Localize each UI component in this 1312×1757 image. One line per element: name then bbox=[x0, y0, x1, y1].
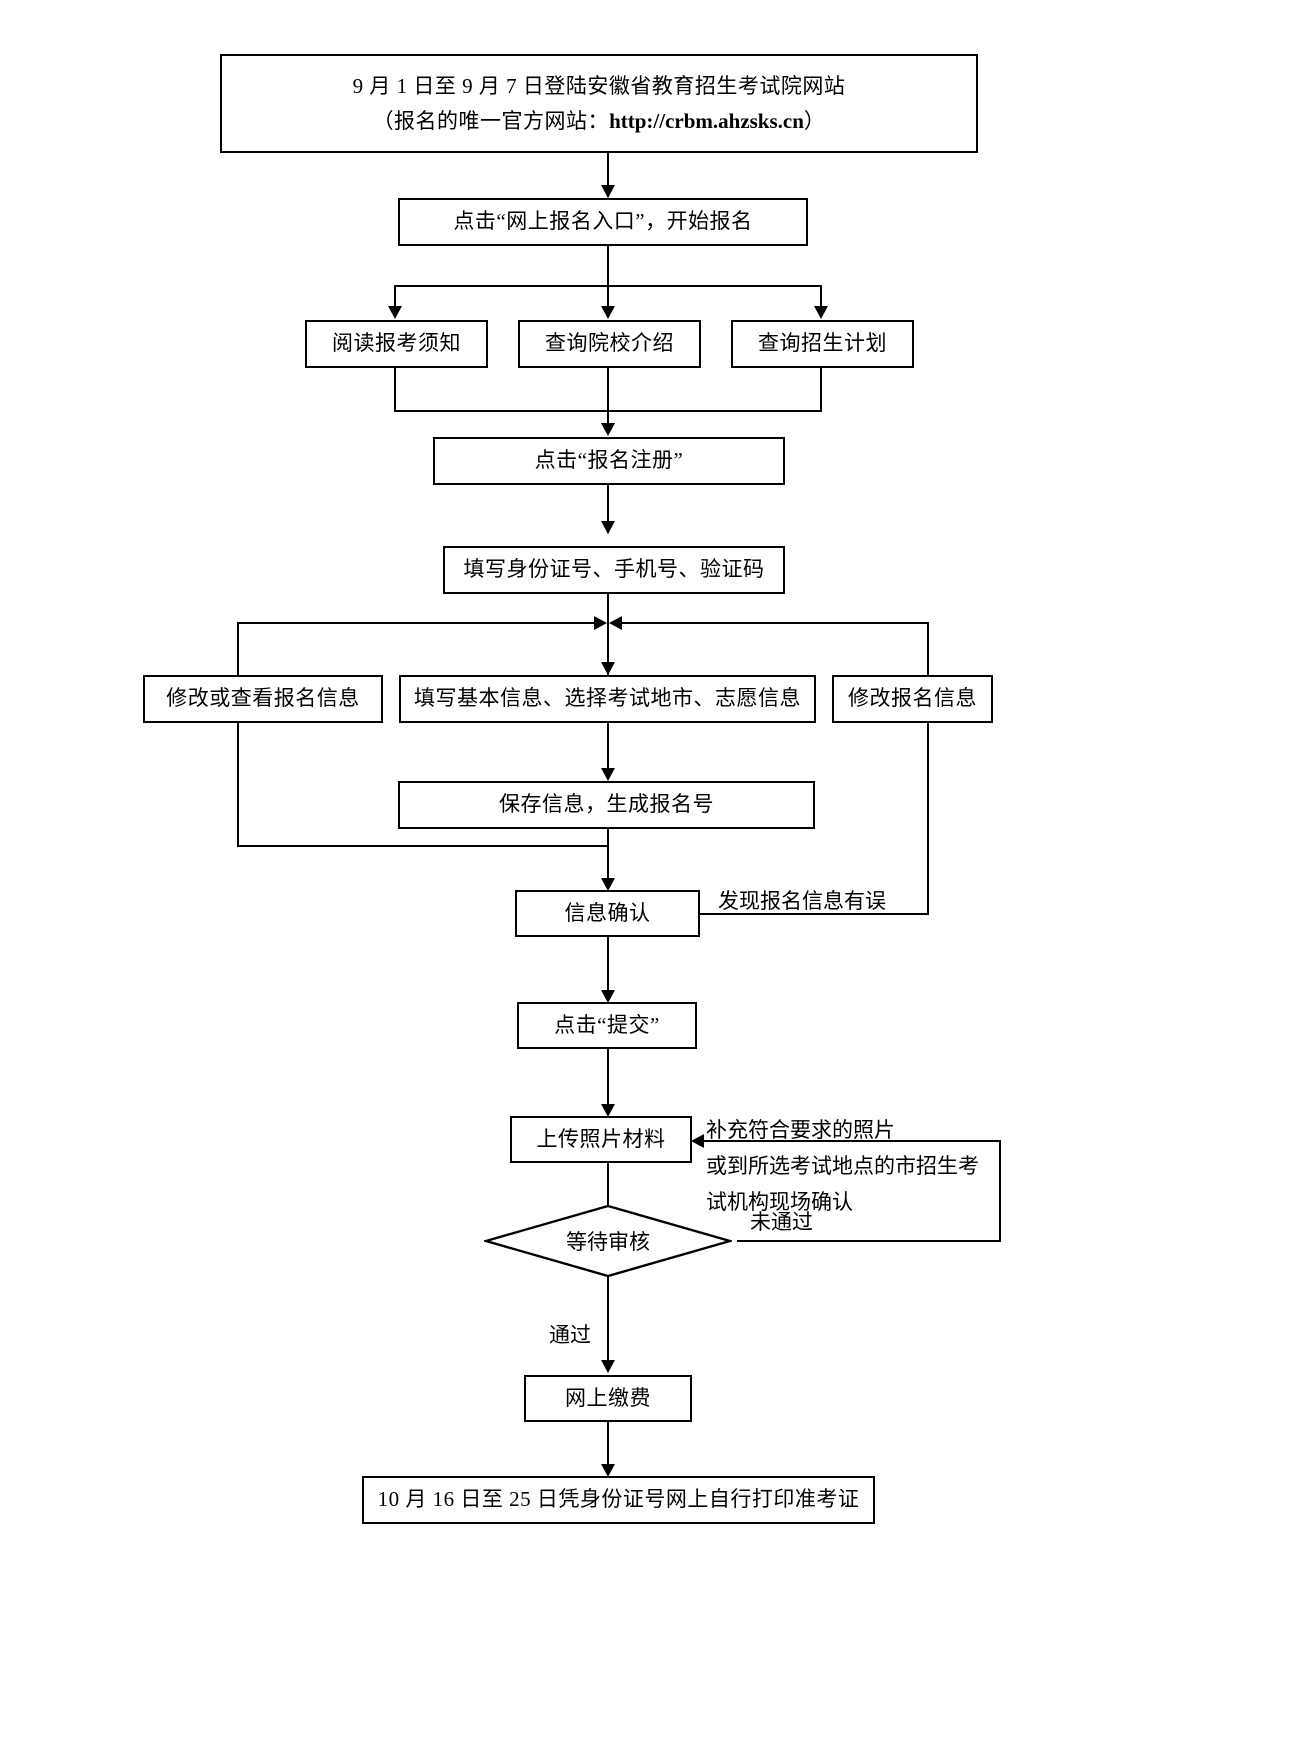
node-online-payment[interactable]: 网上缴费 bbox=[524, 1375, 692, 1422]
edge-n3a-bus bbox=[394, 368, 396, 411]
edge-n3b-n4 bbox=[607, 368, 609, 426]
node-modify-or-view-info-label: 修改或查看报名信息 bbox=[166, 686, 360, 711]
node-online-payment-label: 网上缴费 bbox=[565, 1385, 651, 1410]
arrow-n7-n8 bbox=[601, 878, 615, 891]
arrow-right-feedback-into-junction bbox=[609, 616, 622, 630]
edge-bus-n3c bbox=[820, 285, 822, 311]
node-save-info-generate-number-label: 保存信息，生成报名号 bbox=[499, 792, 714, 817]
node-await-review[interactable]: 等待审核 bbox=[484, 1204, 732, 1278]
node-click-submit-label: 点击“提交” bbox=[554, 1012, 660, 1037]
node-fill-id-phone-captcha[interactable]: 填写身份证号、手机号、验证码 bbox=[443, 546, 785, 594]
edge-bus-n3b bbox=[607, 285, 609, 311]
edge-n8-n9 bbox=[607, 937, 609, 1000]
rail-right-feedback-vertical bbox=[927, 622, 929, 914]
arrow-bus-n3a bbox=[388, 306, 402, 319]
rail-rejected-bottom bbox=[737, 1240, 1001, 1242]
node-print-admission-ticket-label: 10 月 16 日至 25 日凭身份证号网上自行打印准考证 bbox=[377, 1487, 860, 1512]
edge-n4-n5 bbox=[607, 485, 609, 533]
edge-n11-n12 bbox=[607, 1277, 609, 1369]
arrow-n12-n13 bbox=[601, 1464, 615, 1477]
node-info-confirmation[interactable]: 信息确认 bbox=[515, 890, 700, 937]
edge-label-resubmit-photo: 补充符合要求的照片 或到所选考试地点的市招生考 试机构现场确认 bbox=[706, 1112, 1016, 1220]
node-save-info-generate-number[interactable]: 保存信息，生成报名号 bbox=[398, 781, 815, 829]
arrow-n11-n12 bbox=[601, 1360, 615, 1373]
arrow-left-feedback-into-junction bbox=[594, 616, 607, 630]
arrow-n1-n2 bbox=[601, 185, 615, 198]
node-click-registration-label: 点击“报名注册” bbox=[534, 448, 684, 473]
node-query-college-intro-label: 查询院校介绍 bbox=[545, 331, 674, 356]
node-website-login[interactable]: 9 月 1 日至 9 月 7 日登陆安徽省教育招生考试院网站 （报名的唯一官方网… bbox=[220, 54, 978, 153]
arrow-rejected-into-upload bbox=[691, 1134, 704, 1148]
node-click-online-registration-entry-label: 点击“网上报名入口”，开始报名 bbox=[453, 209, 753, 234]
node-click-submit[interactable]: 点击“提交” bbox=[517, 1002, 697, 1049]
arrow-bus-n3c bbox=[814, 306, 828, 319]
arrow-n8-n9 bbox=[601, 990, 615, 1003]
node-query-enrollment-plan[interactable]: 查询招生计划 bbox=[731, 320, 914, 368]
edge-label-not-passed: 未通过 bbox=[750, 1210, 813, 1234]
arrow-n6c-n7 bbox=[601, 768, 615, 781]
diamond-shape bbox=[484, 1204, 732, 1278]
edge-n5-n6c bbox=[607, 594, 609, 678]
node-await-review-label: 等待审核 bbox=[566, 1230, 650, 1254]
node-fill-basic-info-label: 填写基本信息、选择考试地市、志愿信息 bbox=[414, 686, 801, 711]
rail-left-feedback-vertical bbox=[237, 622, 239, 846]
arrow-n5-n6c bbox=[601, 662, 615, 675]
node-query-enrollment-plan-label: 查询招生计划 bbox=[758, 331, 887, 356]
official-site-prefix: （报名的唯一官方网站： bbox=[372, 108, 610, 133]
arrow-n4-n5 bbox=[601, 521, 615, 534]
edge-label-resubmit-photo-line2: 或到所选考试地点的市招生考 bbox=[706, 1154, 979, 1179]
edge-n6c-n7 bbox=[607, 723, 609, 776]
node-modify-registration-info[interactable]: 修改报名信息 bbox=[832, 675, 993, 723]
edge-n7-n8 bbox=[607, 829, 609, 889]
arrow-bus-n3b bbox=[601, 306, 615, 319]
rail-right-feedback-bottom bbox=[694, 913, 929, 915]
node-fill-id-phone-captcha-label: 填写身份证号、手机号、验证码 bbox=[463, 557, 765, 582]
arrow-bus-n4 bbox=[601, 423, 615, 436]
node-read-application-notice[interactable]: 阅读报考须知 bbox=[305, 320, 488, 368]
node-print-admission-ticket[interactable]: 10 月 16 日至 25 日凭身份证号网上自行打印准考证 bbox=[362, 1476, 875, 1524]
node-fill-basic-info[interactable]: 填写基本信息、选择考试地市、志愿信息 bbox=[399, 675, 816, 723]
edge-n12-n13 bbox=[607, 1422, 609, 1474]
node-info-confirmation-label: 信息确认 bbox=[564, 900, 651, 925]
edge-label-resubmit-photo-line3: 试机构现场确认 bbox=[706, 1190, 853, 1215]
edge-bus-n3a bbox=[394, 285, 396, 311]
edge-label-passed: 通过 bbox=[549, 1323, 591, 1347]
edge-label-info-error: 发现报名信息有误 bbox=[718, 889, 886, 913]
rail-rejected-top bbox=[704, 1140, 1001, 1142]
edge-label-resubmit-photo-line1: 补充符合要求的照片 bbox=[706, 1118, 895, 1142]
node-click-registration[interactable]: 点击“报名注册” bbox=[433, 437, 785, 485]
node-website-login-line2: （报名的唯一官方网站：http://crbm.ahzsks.cn） bbox=[373, 104, 826, 139]
node-website-login-line1: 9 月 1 日至 9 月 7 日登陆安徽省教育招生考试院网站 bbox=[352, 73, 846, 98]
node-upload-photo-materials-label: 上传照片材料 bbox=[536, 1126, 666, 1151]
node-query-college-intro[interactable]: 查询院校介绍 bbox=[518, 320, 701, 368]
official-site-suffix: ） bbox=[803, 108, 826, 133]
rail-right-feedback-top bbox=[622, 622, 929, 624]
node-read-application-notice-label: 阅读报考须知 bbox=[332, 331, 461, 356]
arrow-n9-n10 bbox=[601, 1104, 615, 1117]
rail-left-feedback-top bbox=[237, 622, 601, 624]
edge-n10-n11 bbox=[607, 1163, 609, 1206]
edge-n9-n10 bbox=[607, 1049, 609, 1114]
rail-rejected-vertical bbox=[999, 1140, 1001, 1241]
node-modify-registration-info-label: 修改报名信息 bbox=[848, 686, 977, 711]
node-upload-photo-materials[interactable]: 上传照片材料 bbox=[510, 1116, 692, 1163]
node-click-online-registration-entry[interactable]: 点击“网上报名入口”，开始报名 bbox=[398, 198, 808, 246]
official-site-url: http://crbm.ahzsks.cn bbox=[609, 108, 804, 133]
rail-left-feedback-bottom bbox=[237, 845, 609, 847]
edge-n1-n2 bbox=[607, 153, 609, 197]
edge-n2-bus bbox=[607, 246, 609, 286]
node-modify-or-view-info[interactable]: 修改或查看报名信息 bbox=[143, 675, 383, 723]
edge-n3c-bus bbox=[820, 368, 822, 411]
